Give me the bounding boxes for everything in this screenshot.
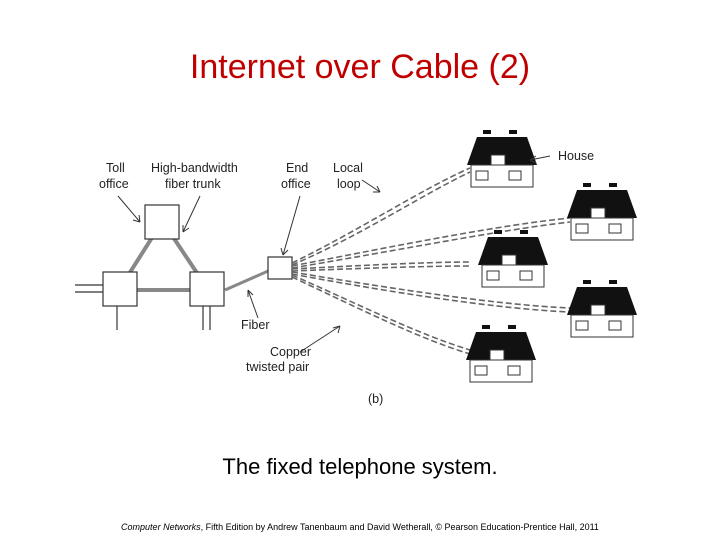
local-loop-label-line-1: Local [333, 161, 363, 175]
part-label: (b) [368, 392, 383, 406]
copper-label-line-1: Copper [270, 345, 311, 359]
end-office-label-line-1: End [286, 161, 308, 175]
toll-office-box-left [102, 271, 138, 307]
house-1 [467, 130, 537, 188]
fiber-trunk-label-line-1: High-bandwidth [151, 161, 238, 175]
toll-office-network [75, 204, 293, 330]
slide-title: Internet over Cable (2) [189, 48, 531, 86]
end-office-label-line-2: office [281, 177, 311, 191]
fiber-label: Fiber [241, 318, 269, 332]
footer-book-title: Computer Networks [121, 522, 201, 532]
local-loop-wires [291, 167, 571, 355]
house-label: House [558, 149, 594, 163]
end-office-box [267, 256, 293, 280]
house-5 [466, 325, 536, 383]
house-4 [567, 280, 637, 338]
house-3 [478, 230, 548, 288]
toll-office-label-line-2: office [99, 177, 129, 191]
toll-office-box-right [189, 271, 225, 307]
toll-office-box-top [144, 204, 180, 240]
toll-office-label-line-1: Toll [106, 161, 125, 175]
house-2 [567, 183, 637, 241]
copper-label-line-2: twisted pair [246, 360, 309, 374]
slide-footer: Computer Networks, Fifth Edition by Andr… [0, 522, 720, 532]
footer-citation: , Fifth Edition by Andrew Tanenbaum and … [200, 522, 599, 532]
fiber-trunk-label-line-2: fiber trunk [165, 177, 221, 191]
label-arrows [117, 155, 551, 353]
figure-caption: The fixed telephone system. [222, 454, 498, 479]
local-loop-label-line-2: loop [337, 177, 361, 191]
